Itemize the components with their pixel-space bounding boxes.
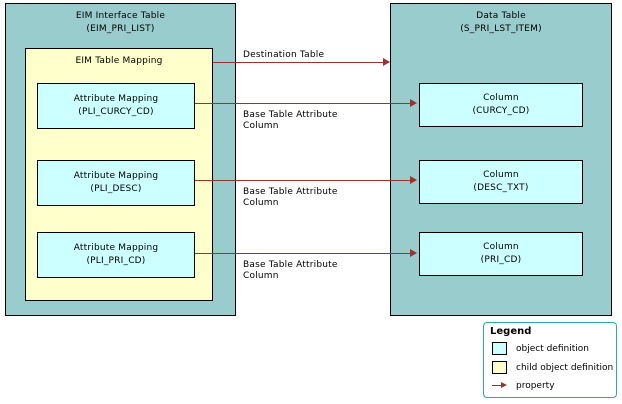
- attribute-mapping-title: Attribute Mapping: [73, 171, 159, 181]
- attribute-mapping-pli-curcy-cd[interactable]: Attribute Mapping (PLI_CURCY_CD): [37, 83, 195, 129]
- connector-destination-table: [213, 62, 389, 63]
- child-object-definition-swatch: [492, 361, 507, 374]
- column-curcy-cd[interactable]: Column (CURCY_CD): [419, 83, 583, 127]
- legend-item-label: property: [516, 380, 555, 391]
- eim-interface-table-title: EIM Interface Table: [75, 11, 166, 21]
- connector-label-base-table-attribute-column-1: Base Table Attribute Column: [243, 110, 338, 131]
- attribute-mapping-title: Attribute Mapping: [73, 243, 159, 253]
- legend-item-property: property: [492, 379, 555, 392]
- column-title: Column: [483, 93, 519, 103]
- property-arrow-icon: [492, 379, 507, 392]
- column-desc-txt[interactable]: Column (DESC_TXT): [419, 160, 583, 204]
- legend-title: Legend: [490, 326, 532, 337]
- legend: Legend object definition child object de…: [483, 322, 617, 398]
- attribute-mapping-pli-pri-cd[interactable]: Attribute Mapping (PLI_PRI_CD): [37, 232, 195, 278]
- arrow-head-icon: [410, 176, 417, 184]
- eim-table-mapping-title: EIM Table Mapping: [75, 56, 163, 66]
- attribute-mapping-subtitle: (PLI_CURCY_CD): [78, 107, 154, 117]
- connector-label-base-table-attribute-column-3: Base Table Attribute Column: [243, 260, 338, 281]
- object-definition-swatch: [492, 342, 507, 355]
- connector-label-destination-table: Destination Table: [243, 50, 325, 60]
- arrow-head-icon: [383, 58, 390, 66]
- connector-base-table-attribute-column-1: [195, 103, 413, 104]
- connector-label-base-table-attribute-column-2: Base Table Attribute Column: [243, 187, 338, 208]
- attribute-mapping-subtitle: (PLI_PRI_CD): [86, 256, 146, 266]
- legend-item-object-definition: object definition: [492, 342, 589, 355]
- attribute-mapping-subtitle: (PLI_DESC): [90, 184, 142, 194]
- column-title: Column: [483, 170, 519, 180]
- attribute-mapping-title: Attribute Mapping: [73, 94, 159, 104]
- data-table-subtitle: (S_PRI_LST_ITEM): [460, 24, 542, 34]
- arrow-head-icon: [410, 249, 417, 257]
- data-table-title: Data Table: [476, 11, 526, 21]
- attribute-mapping-pli-desc[interactable]: Attribute Mapping (PLI_DESC): [37, 160, 195, 206]
- arrow-head-icon: [410, 99, 417, 107]
- column-title: Column: [483, 242, 519, 252]
- column-pri-cd[interactable]: Column (PRI_CD): [419, 232, 583, 276]
- column-subtitle: (PRI_CD): [480, 255, 522, 265]
- eim-interface-table-subtitle: (EIM_PRI_LIST): [86, 24, 155, 34]
- column-subtitle: (CURCY_CD): [472, 106, 530, 116]
- legend-item-label: object definition: [516, 343, 589, 354]
- legend-item-label: child object definition: [516, 362, 614, 373]
- legend-item-child-object-definition: child object definition: [492, 361, 613, 374]
- connector-base-table-attribute-column-2: [195, 180, 413, 181]
- column-subtitle: (DESC_TXT): [473, 183, 529, 193]
- connector-base-table-attribute-column-3: [195, 253, 413, 254]
